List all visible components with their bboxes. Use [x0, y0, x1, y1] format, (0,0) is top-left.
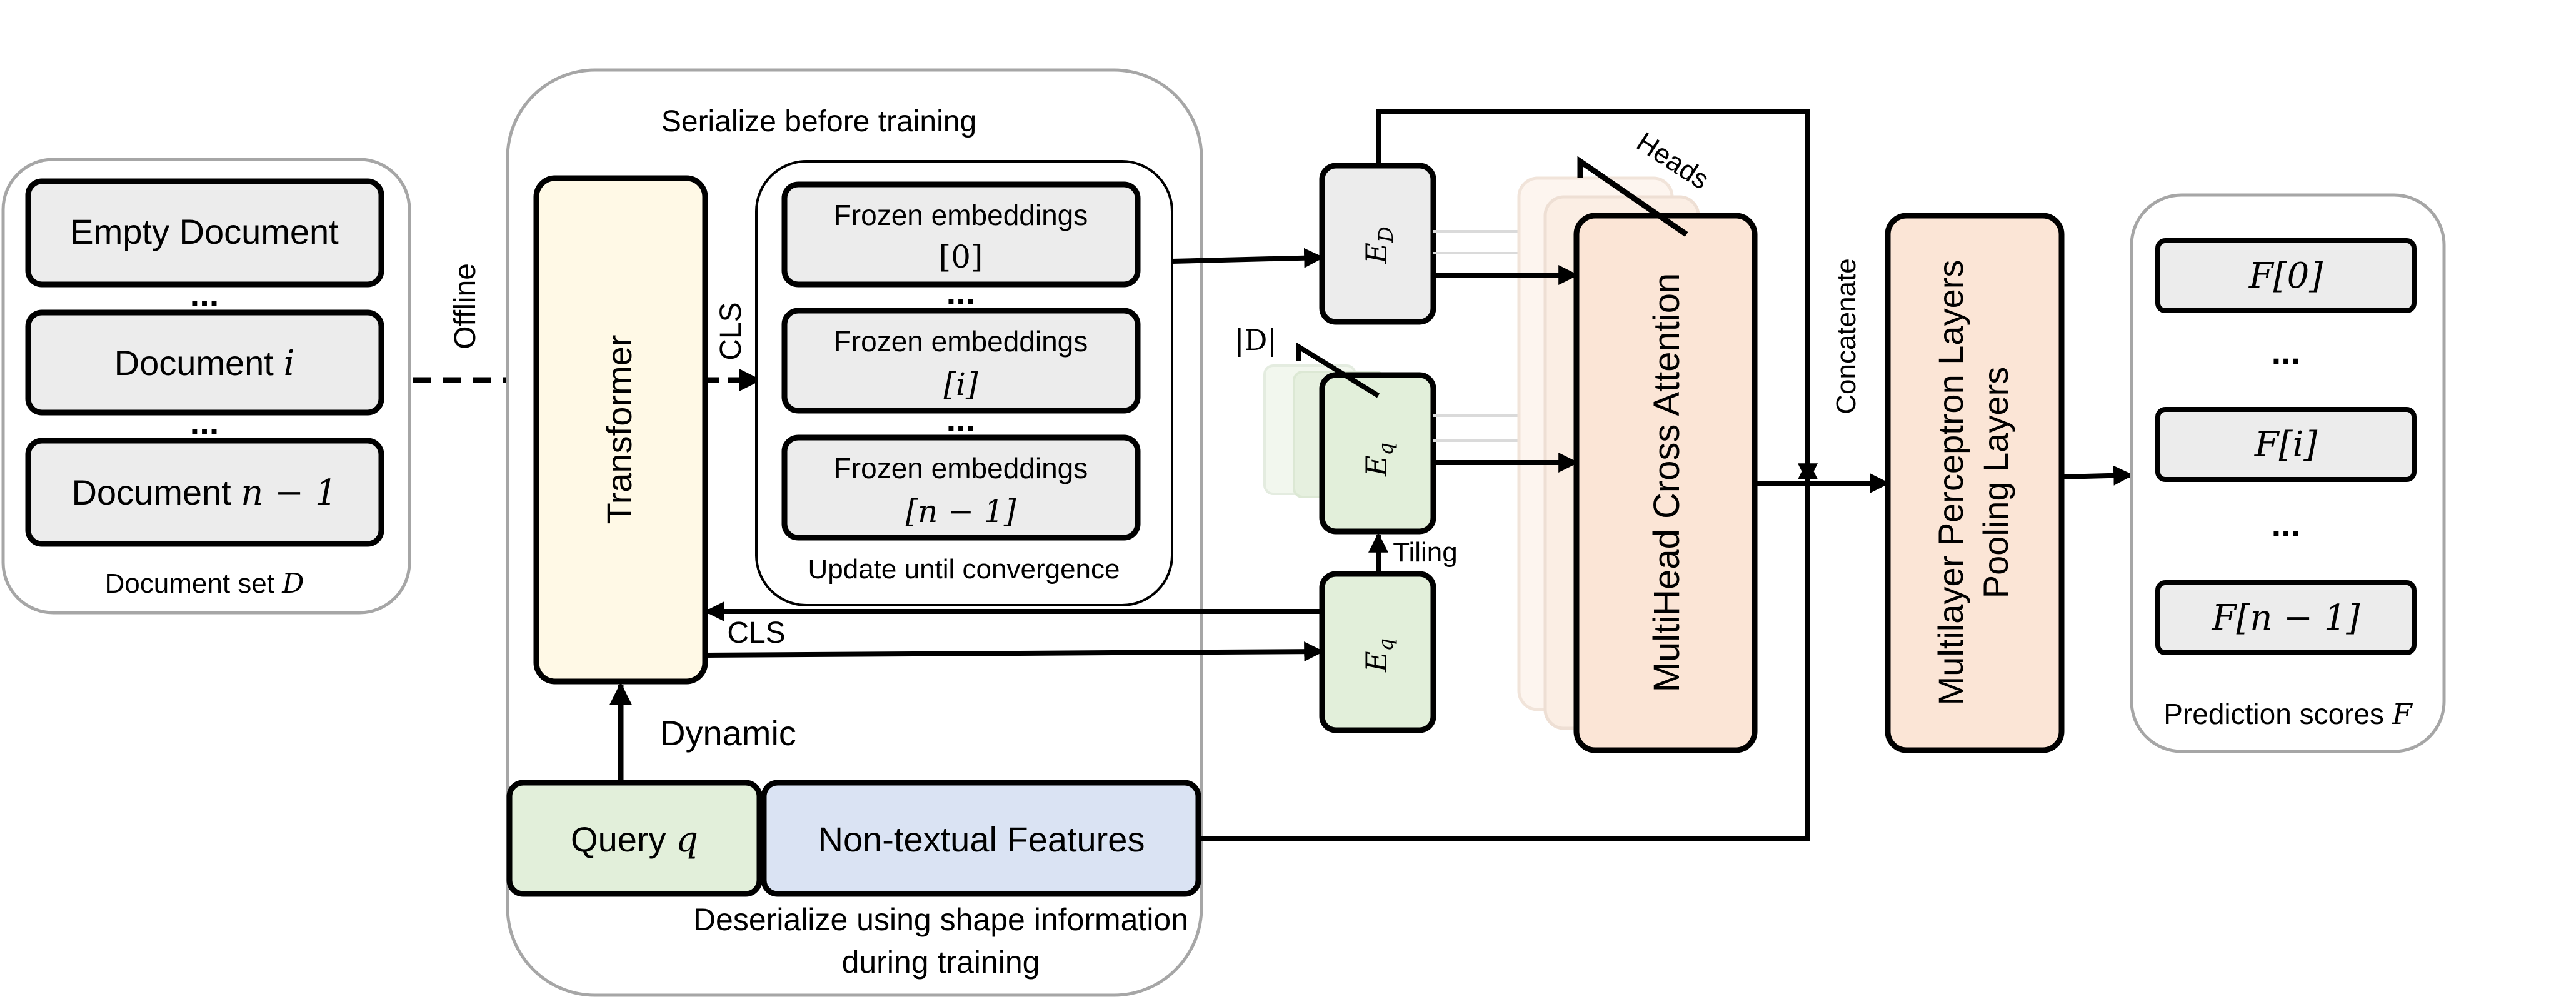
frozen-embeddings-group: Frozen embeddings [0] ... Frozen embeddi…: [755, 160, 1173, 606]
cls-label-top: CLS: [714, 302, 748, 360]
mlp-label-line1: Multilayer Perceptron Layers: [1931, 260, 1970, 706]
svg-text:Frozen embeddings: Frozen embeddings: [834, 452, 1088, 484]
tiling-label: Tiling: [1393, 537, 1458, 568]
svg-text:[0]: [0]: [939, 239, 983, 275]
cls-label-bottom: CLS: [727, 616, 785, 650]
eq-block: Eq: [1319, 571, 1436, 733]
document-n-1: Document n − 1: [25, 438, 384, 547]
frozen-embedding-i: Frozen embeddings [i]: [781, 308, 1141, 414]
prediction-scores-group: F[0] ... F[i] ... F[n − 1] Prediction sc…: [2130, 193, 2446, 753]
features-to-concat-arrow: [1198, 459, 1818, 841]
svg-text:[n − 1]: [n − 1]: [906, 493, 1016, 530]
transformer-label: Transformer: [599, 335, 639, 525]
scores-caption: Prediction scores F: [2163, 697, 2413, 731]
eq-tiled-stack: |D| Eq: [1235, 323, 1436, 535]
mlp-block: Multilayer Perceptron Layers Pooling Lay…: [1885, 213, 2065, 753]
document-empty-label: Empty Document: [70, 212, 339, 251]
non-textual-features-label: Non-textual Features: [818, 820, 1145, 859]
svg-text:Frozen embeddings: Frozen embeddings: [834, 199, 1088, 231]
score-ellipsis-2: ...: [2272, 505, 2301, 544]
frozen-caption: Update until convergence: [808, 554, 1120, 585]
query-label: Query q: [571, 820, 698, 860]
ed-block: ED: [1319, 163, 1436, 325]
document-i: Document i: [25, 309, 384, 416]
eq-label: Eq: [1360, 638, 1398, 673]
document-set-caption: Document set D: [105, 568, 304, 600]
frozen-embedding-n-1: Frozen embeddings [n − 1]: [781, 434, 1141, 541]
deserialize-line2: during training: [842, 945, 1040, 980]
score-ellipsis-1: ...: [2272, 332, 2301, 371]
document-empty: Empty Document: [25, 178, 384, 288]
dynamic-label: Dynamic: [660, 713, 796, 753]
svg-text:[i]: [i]: [943, 366, 978, 403]
ed-skip-connection: [1376, 109, 1818, 484]
cls-arrow-bottom: [706, 641, 1325, 662]
mlp-to-scores-arrow: [2061, 465, 2134, 486]
heads-bracket: [1577, 156, 1688, 237]
non-textual-features-block: Non-textual Features: [761, 780, 1201, 897]
offline-label: Offline: [449, 263, 482, 349]
ed-label: ED: [1360, 226, 1398, 264]
frozen-ellipsis-2: ...: [946, 399, 976, 439]
mlp-label-line2: Pooling Layers: [1976, 367, 2015, 598]
document-ellipsis-2: ...: [190, 403, 219, 442]
document-set-group: Empty Document ... Document i ... Docume…: [1, 158, 411, 615]
concatenate-label: Concatenate: [1831, 258, 1862, 414]
attention-label: MultiHead Cross Attention: [1646, 273, 1687, 693]
deserialize-line1: Deserialize using shape information: [693, 902, 1188, 937]
eq-tiled-label: Eq: [1360, 443, 1398, 477]
document-i-label: Document i: [114, 343, 295, 384]
svg-text:F[n − 1]: F[n − 1]: [2212, 598, 2360, 638]
document-ellipsis-1: ...: [190, 274, 219, 314]
frozen-embedding-0: Frozen embeddings [0]: [781, 181, 1141, 288]
score-0: F[0]: [2155, 238, 2417, 313]
score-n-1: F[n − 1]: [2155, 580, 2417, 655]
attention-heads-stack: Heads MultiHead Cross Attention: [1517, 126, 1758, 753]
svg-text:F[0]: F[0]: [2248, 256, 2323, 296]
svg-text:F[i]: F[i]: [2254, 424, 2318, 465]
frozen-to-ed-arrow: [1171, 248, 1325, 268]
transformer-block: Transformer: [533, 175, 708, 685]
d-size-label: |D|: [1235, 323, 1277, 357]
serialize-title: Serialize before training: [661, 105, 976, 138]
document-n-1-label: Document n − 1: [71, 473, 337, 513]
svg-text:Frozen embeddings: Frozen embeddings: [834, 325, 1088, 358]
d-size-bracket: [1296, 342, 1380, 398]
score-i: F[i]: [2155, 407, 2417, 482]
query-block: Query q: [506, 780, 763, 897]
frozen-ellipsis-1: ...: [946, 273, 976, 312]
